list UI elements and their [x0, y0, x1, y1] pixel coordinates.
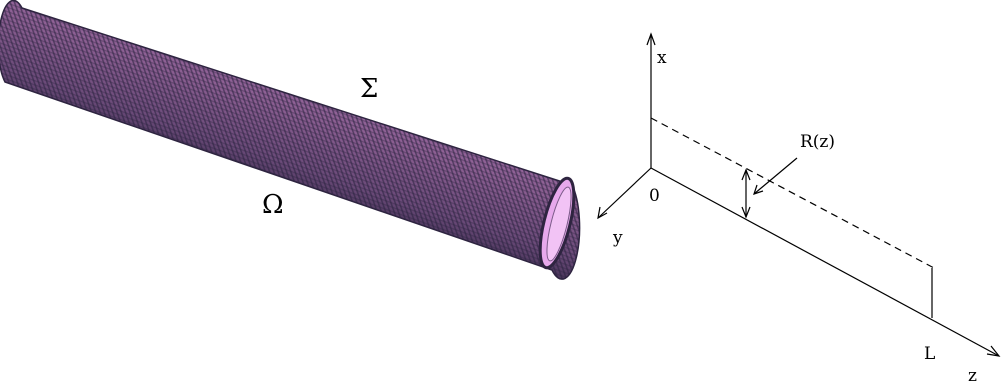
- x-axis-arrowhead: [646, 32, 656, 46]
- y-axis-label: y: [612, 228, 623, 248]
- y-axis: [597, 167, 652, 219]
- z-axis-label: z: [968, 366, 977, 385]
- z-axis-arrowhead: [986, 345, 1001, 357]
- radius-pointer: [753, 157, 798, 195]
- surface-label-sigma: Σ: [360, 74, 378, 104]
- radius-profile-dashed: [650, 117, 935, 269]
- cylinder-tube: [0, 0, 581, 280]
- radius-pointer-arrowhead: [753, 184, 764, 195]
- y-axis-arrowhead: [597, 206, 608, 220]
- radius-arrowhead-top: [741, 168, 751, 181]
- tube-end-inner: [546, 186, 572, 262]
- z-axis: [650, 167, 1000, 357]
- origin-label: 0: [649, 186, 660, 206]
- x-axis-label: x: [657, 48, 667, 68]
- length-label: L: [924, 344, 935, 364]
- coordinate-sketch: [597, 32, 1001, 357]
- domain-label-omega: Ω: [262, 190, 284, 220]
- tube-ring-mesh: [0, 0, 580, 280]
- radius-arrowhead-bottom: [741, 206, 751, 219]
- radius-label: R(z): [800, 132, 835, 152]
